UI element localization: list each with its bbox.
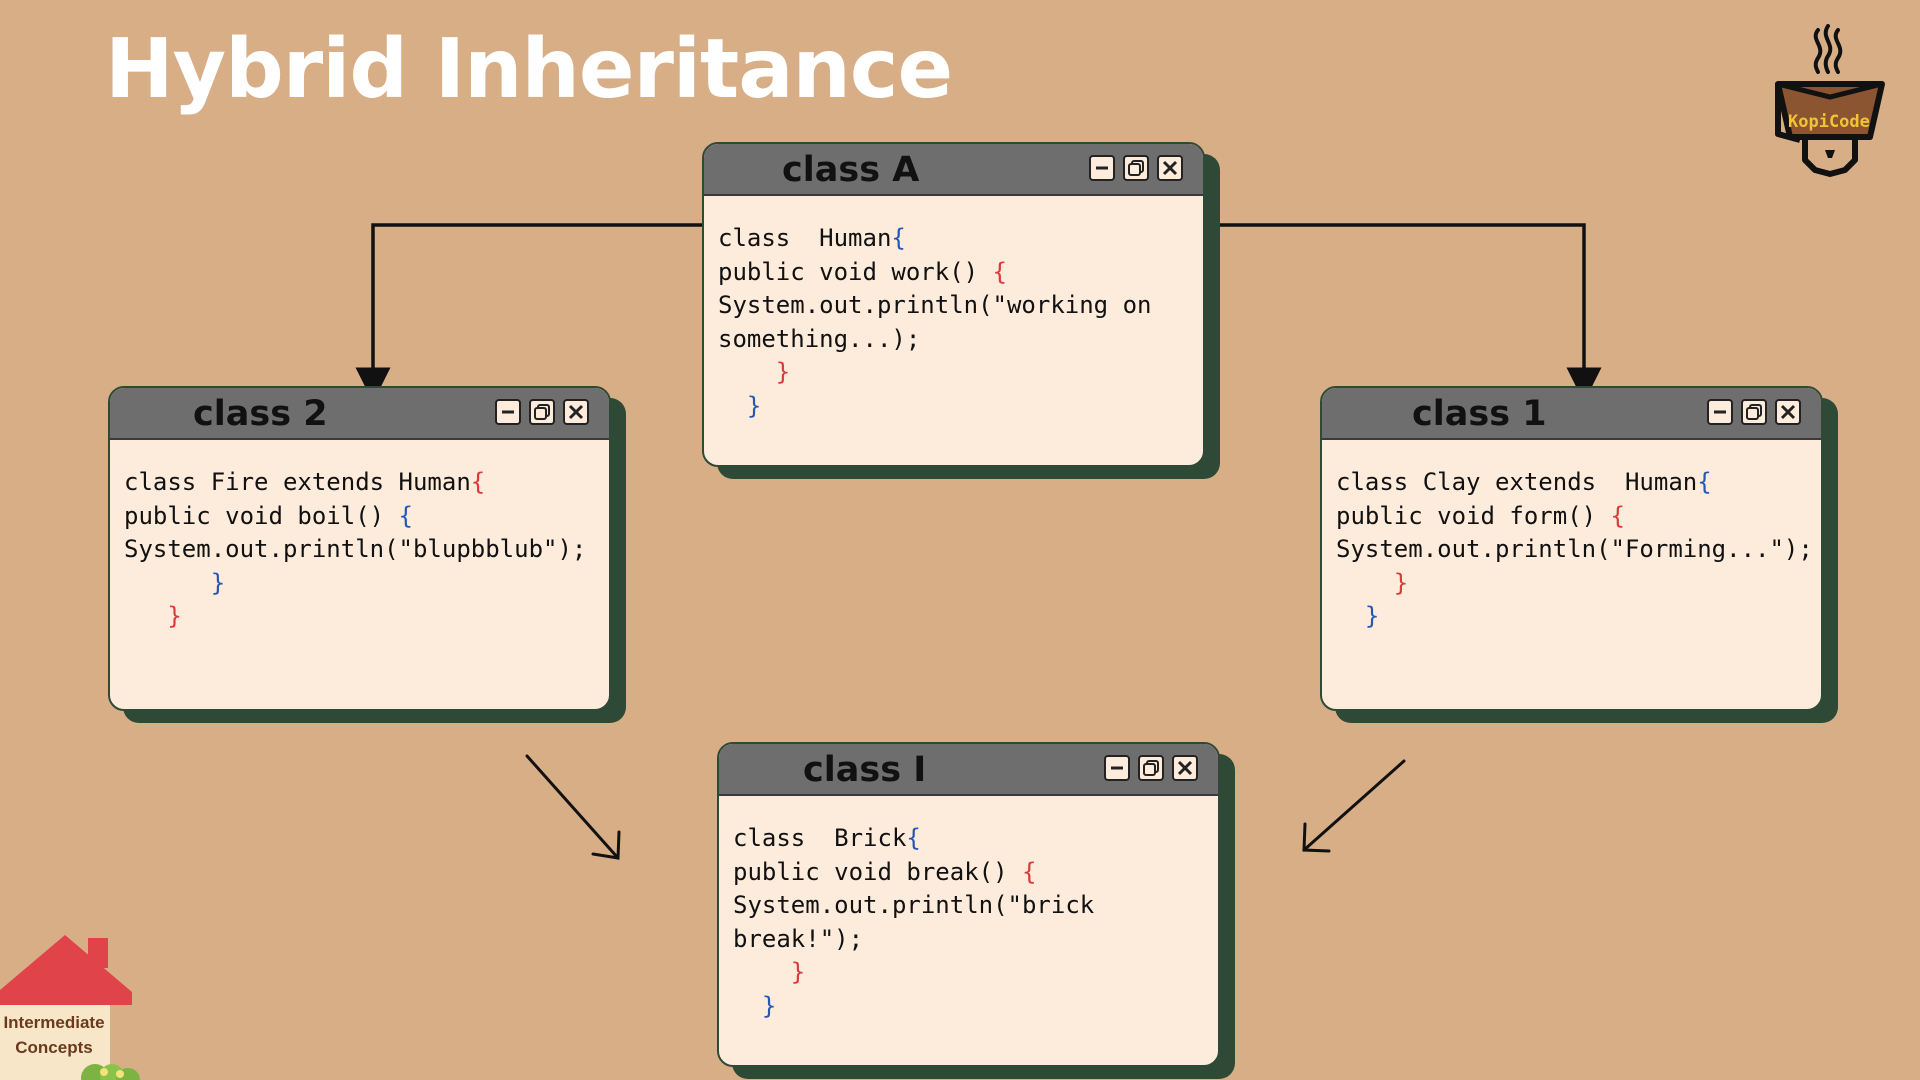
title-bar: class 1 [1322,388,1821,440]
arrow-a-to-1 [1217,223,1602,403]
minimize-icon[interactable] [495,399,521,425]
window-title: class I [803,750,927,790]
restore-icon[interactable] [1123,155,1149,181]
title-bar: class A [704,144,1203,196]
close-icon[interactable] [1172,755,1198,781]
minimize-icon[interactable] [1104,755,1130,781]
code-block: class Human{ public void work() { System… [718,224,1152,420]
coffee-cup-icon [1775,24,1885,177]
code-block: class Brick{ public void break() { Syste… [733,824,1095,1020]
close-icon[interactable] [563,399,589,425]
arrow-a-to-2 [355,223,702,403]
title-bar: class 2 [110,388,609,440]
minimize-icon[interactable] [1707,399,1733,425]
close-icon[interactable] [1157,155,1183,181]
minimize-icon[interactable] [1089,155,1115,181]
restore-icon[interactable] [1741,399,1767,425]
page-title: Hybrid Inheritance [105,22,953,117]
title-bar: class I [719,744,1218,796]
window-title: class A [782,150,920,190]
close-icon[interactable] [1775,399,1801,425]
restore-icon[interactable] [529,399,555,425]
house-icon [0,935,140,1080]
logo-text: KopiCode [1788,112,1870,132]
arrow-2-to-i [525,754,621,860]
window-class-2: class 2 class Fire extends Human{ public… [108,386,626,723]
window-class-1: class 1 class Clay extends Human{ public… [1320,386,1838,723]
badge-line-1: Intermediate [3,1013,105,1032]
window-class-i: class I class Brick{ public void break()… [717,742,1235,1079]
arrow-1-to-i [1302,759,1406,853]
code-block: class Clay extends Human{ public void fo… [1336,468,1813,630]
window-class-a: class A class Human{ public void work() … [702,142,1220,479]
code-block: class Fire extends Human{ public void bo… [124,468,587,630]
window-title: class 2 [193,394,328,434]
badge-line-2: Concepts [15,1038,93,1057]
restore-icon[interactable] [1138,755,1164,781]
window-title: class 1 [1412,394,1547,434]
badge-label: Intermediate Concepts [0,1010,108,1060]
